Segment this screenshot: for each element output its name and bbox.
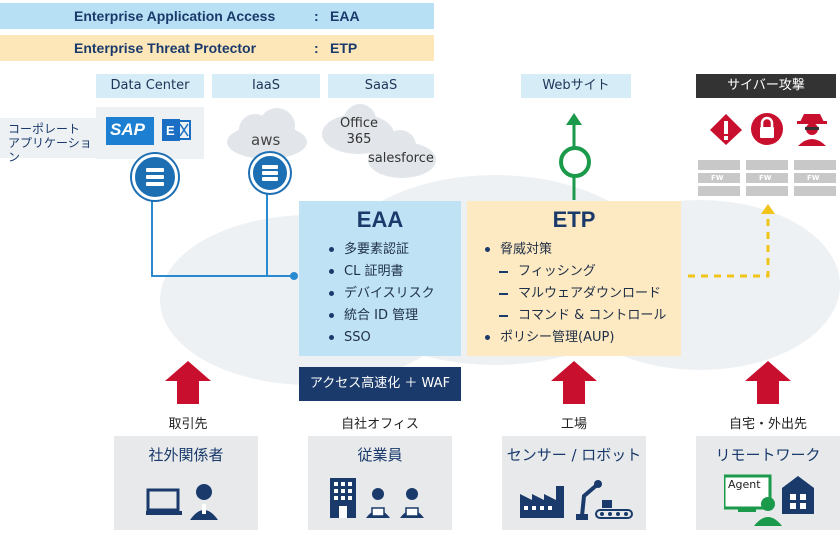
aws-cloud: aws: [225, 108, 309, 160]
firewall-label-1: FW: [711, 174, 724, 182]
firewall-label-3: FW: [807, 174, 820, 182]
pill-website: Webサイト: [521, 74, 631, 98]
location-office: 自社オフィス: [341, 417, 419, 432]
legend-etp-abbr: ETP: [330, 40, 358, 56]
etp-title: ETP: [552, 207, 596, 232]
pill-cyber-attack: サイバー攻撃: [696, 74, 836, 98]
etp-subfeature: フィッシング: [485, 261, 666, 283]
eaa-box: EAA 多要素認証 CL 証明書 デバイスリスク 統合 ID 管理 SSO: [299, 201, 461, 356]
legend-eaa: Enterprise Application Access : EAA: [0, 3, 434, 29]
remote-agent-icon: Agent: [722, 474, 814, 528]
arrow-up-partner: [165, 361, 211, 404]
database-icon-datacenter: [132, 154, 178, 200]
saas-clouds: Office 365 salesforce: [320, 104, 440, 184]
eaa-feature-list: 多要素認証 CL 証明書 デバイスリスク 統合 ID 管理 SSO: [329, 239, 435, 349]
legend-eaa-separator: :: [314, 8, 319, 24]
location-factory: 工場: [560, 417, 587, 432]
legend-eaa-name: Enterprise Application Access: [74, 8, 276, 24]
card-title: 社外関係者: [148, 446, 224, 464]
card-title: リモートワーク: [715, 446, 821, 464]
eaa-feature: CL 証明書: [329, 261, 435, 283]
sap-logo-text: SAP: [110, 120, 145, 139]
eaa-title: EAA: [356, 207, 404, 232]
eaa-feature: 多要素認証: [329, 239, 435, 261]
etp-box: ETP 脅威対策 フィッシング マルウェアダウンロード コマンド & コントロー…: [467, 201, 681, 356]
lock-icon: [750, 112, 784, 146]
legend-eaa-abbr: EAA: [330, 8, 360, 24]
firewall-icon-1: FW: [698, 160, 740, 196]
legend-etp-separator: :: [314, 40, 319, 56]
corporate-apps-line2: アプリケーション: [8, 136, 92, 164]
office365-line2: 365: [346, 132, 372, 147]
web-gateway-icon: [559, 146, 591, 178]
card-title: 従業員: [357, 446, 403, 464]
card-sensors-robots: センサー / ロボット: [502, 436, 646, 530]
legend-etp: Enterprise Threat Protector : ETP: [0, 35, 434, 61]
salesforce-label: salesforce: [368, 151, 434, 166]
arrow-up-remote: [745, 361, 791, 404]
firewall-icon-3: FW: [794, 160, 836, 196]
eaa-feature: SSO: [329, 327, 435, 349]
building-users-icon: [328, 476, 438, 522]
database-icon-iaas: [250, 153, 290, 193]
corporate-apps-label: コーポレート アプリケーション: [0, 118, 98, 164]
pill-iaas: IaaS: [212, 74, 320, 98]
location-remote: 自宅・外出先: [728, 417, 807, 432]
etp-feature-list: 脅威対策 フィッシング マルウェアダウンロード コマンド & コントロール ポリ…: [485, 239, 666, 349]
factory-robot-icon: [518, 476, 638, 522]
laptop-user-icon: [146, 482, 226, 522]
eaa-feature: 統合 ID 管理: [329, 305, 435, 327]
card-external-partners: 社外関係者: [114, 436, 258, 530]
card-employees: 従業員: [308, 436, 452, 530]
etp-subfeature: コマンド & コントロール: [485, 305, 666, 327]
legend-etp-name: Enterprise Threat Protector: [74, 40, 257, 56]
firewall-label-2: FW: [759, 174, 772, 182]
svg-text:E: E: [166, 123, 175, 138]
eaa-feature: デバイスリスク: [329, 283, 435, 305]
location-partner: 取引先: [168, 417, 208, 432]
etp-feature: 脅威対策: [485, 239, 666, 261]
etp-feature: ポリシー管理(AUP): [485, 327, 666, 349]
pill-saas: SaaS: [328, 74, 434, 98]
data-center-apps: SAP E: [96, 107, 204, 159]
arrow-up-factory: [551, 361, 597, 404]
hacker-icon: [794, 110, 830, 146]
aws-label: aws: [251, 131, 281, 149]
office365-line1: Office: [340, 116, 378, 131]
alert-icon: [708, 112, 744, 146]
card-title: センサー / ロボット: [506, 446, 642, 464]
card-remote-work: リモートワーク Agent: [696, 436, 840, 530]
corporate-apps-line1: コーポレート: [8, 122, 81, 136]
waf-banner: アクセス高速化 ＋ WAF: [299, 367, 461, 401]
pill-data-center: Data Center: [96, 74, 204, 98]
etp-subfeature: マルウェアダウンロード: [485, 283, 666, 305]
firewall-icon-2: FW: [746, 160, 788, 196]
sap-logo: SAP: [106, 117, 154, 145]
exchange-icon: E: [162, 115, 192, 145]
agent-label: Agent: [728, 478, 761, 491]
